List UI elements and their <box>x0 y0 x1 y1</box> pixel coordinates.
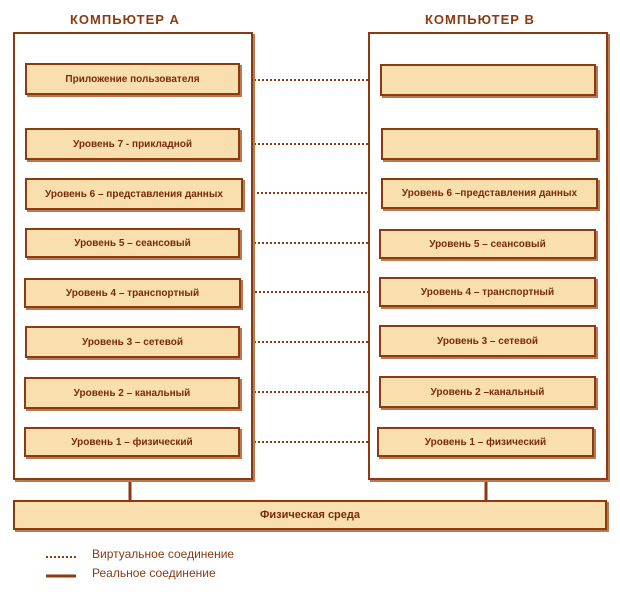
a-layer-4-transport: Уровень 4 – транспортный <box>24 278 241 308</box>
b-layer-2-datalink: Уровень 2 –канальный <box>379 376 596 408</box>
b-layer-7-application <box>381 128 598 160</box>
a-layer-6-presentation: Уровень 6 – представления данных <box>25 178 243 210</box>
a-layer-2-datalink: Уровень 2 – канальный <box>24 377 240 409</box>
physical-medium: Физическая среда <box>13 500 607 530</box>
b-layer-6-presentation: Уровень 6 –представления данных <box>381 178 598 209</box>
a-layer-7-application: Уровень 7 - прикладной <box>25 128 240 160</box>
a-layer-1-physical: Уровень 1 – физический <box>24 427 240 457</box>
b-layer-3-network: Уровень 3 – сетевой <box>379 325 596 357</box>
b-layer-5-session: Уровень 5 – сеансовый <box>379 229 596 259</box>
legend-virtual-label: Виртуальное соединение <box>92 547 235 561</box>
b-layer-user-application <box>380 64 596 96</box>
computer-b-title: КОМПЬЮТЕР В <box>425 12 535 27</box>
a-layer-5-session: Уровень 5 – сеансовый <box>25 228 240 258</box>
a-layer-3-network: Уровень 3 – сетевой <box>25 326 240 358</box>
b-layer-1-physical: Уровень 1 – физический <box>377 427 594 457</box>
b-layer-4-transport: Уровень 4 – транспортный <box>379 277 596 307</box>
legend-real-label: Реальное соединение <box>92 566 216 580</box>
computer-a-title: КОМПЬЮТЕР А <box>70 12 180 27</box>
a-layer-user-application: Приложение пользователя <box>25 63 240 95</box>
